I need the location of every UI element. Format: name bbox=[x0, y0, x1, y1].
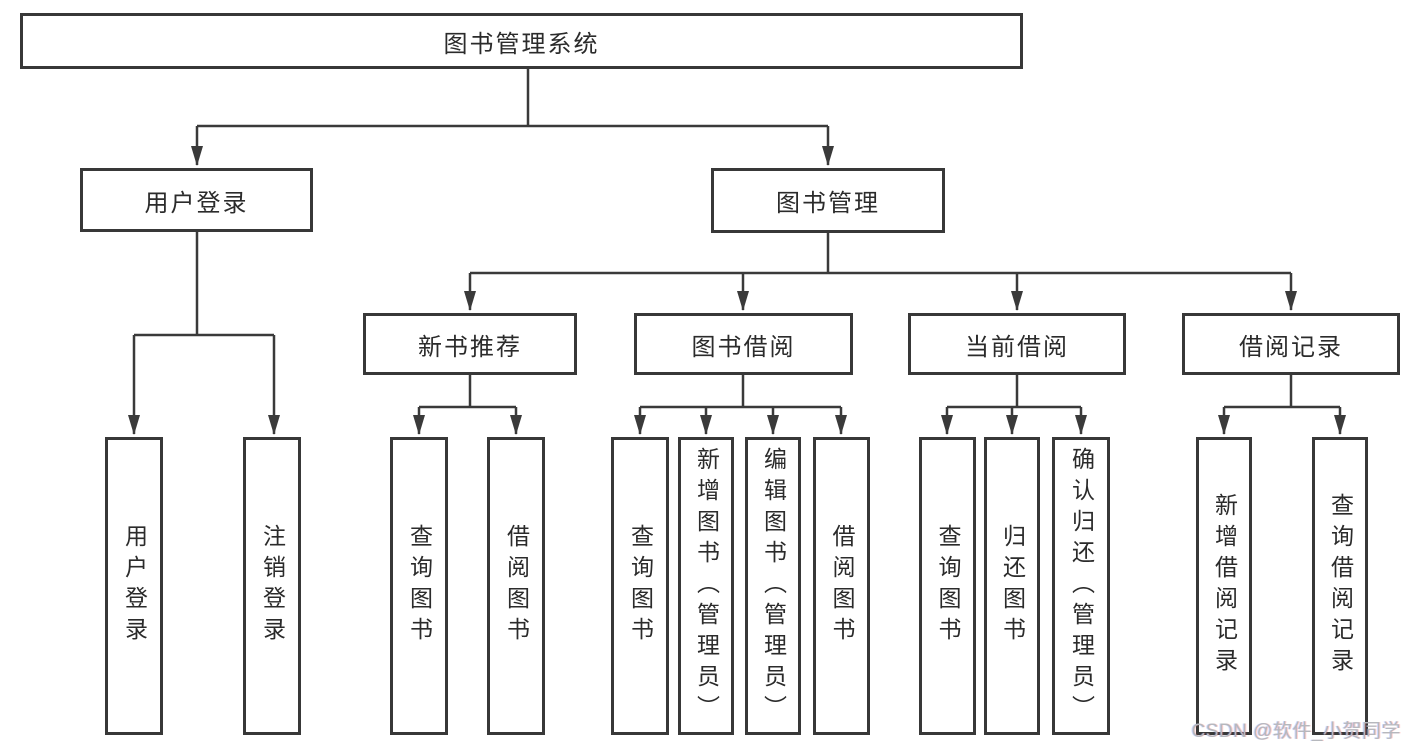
leaf-user-login-label: 用户登录 bbox=[121, 524, 148, 648]
leaf-nb-query-books: 查询图书 bbox=[390, 437, 448, 735]
leaf-nb-query-books-label: 查询图书 bbox=[406, 524, 433, 648]
leaf-br-add-record: 新增借阅记录 bbox=[1196, 437, 1252, 735]
node-new-book-recommend: 新书推荐 bbox=[363, 313, 577, 375]
node-book-borrowing: 图书借阅 bbox=[634, 313, 853, 375]
leaf-user-login: 用户登录 bbox=[105, 437, 163, 735]
csdn-watermark: CSDN @软件_小贺同学 bbox=[1191, 721, 1401, 742]
node-root-label: 图书管理系统 bbox=[443, 30, 600, 58]
leaf-logout-label: 注销登录 bbox=[259, 524, 286, 648]
node-borrowing-records-label: 借阅记录 bbox=[1239, 333, 1343, 361]
leaf-cb-query-books: 查询图书 bbox=[919, 437, 976, 735]
leaf-bb-borrow-books-label: 借阅图书 bbox=[829, 524, 855, 648]
leaf-bb-query-books-label: 查询图书 bbox=[627, 524, 654, 648]
leaf-bb-add-books-admin: 新增图书（管理员） bbox=[678, 437, 734, 735]
leaf-br-add-record-label: 新增借阅记录 bbox=[1211, 493, 1238, 679]
node-borrowing-records: 借阅记录 bbox=[1182, 313, 1400, 375]
node-book-borrowing-label: 图书借阅 bbox=[691, 333, 796, 361]
node-root: 图书管理系统 bbox=[20, 13, 1023, 69]
node-current-borrowing: 当前借阅 bbox=[908, 313, 1126, 375]
leaf-bb-query-books: 查询图书 bbox=[611, 437, 669, 735]
leaf-cb-return-books-label: 归还图书 bbox=[999, 524, 1026, 648]
node-new-book-recommend-label: 新书推荐 bbox=[418, 333, 522, 361]
leaf-logout: 注销登录 bbox=[243, 437, 301, 735]
leaf-br-query-record-label: 查询借阅记录 bbox=[1327, 493, 1354, 679]
connector-trunks bbox=[134, 68, 1340, 409]
leaf-cb-query-books-label: 查询图书 bbox=[935, 524, 961, 648]
leaf-bb-borrow-books: 借阅图书 bbox=[813, 437, 870, 735]
node-book-management-label: 图书管理 bbox=[776, 190, 880, 217]
leaf-cb-confirm-return-admin-label: 确认归还（管理员） bbox=[1068, 446, 1095, 726]
node-user-login: 用户登录 bbox=[80, 168, 313, 232]
leaf-cb-confirm-return-admin: 确认归还（管理员） bbox=[1052, 437, 1110, 735]
leaf-nb-borrow-books-label: 借阅图书 bbox=[503, 524, 530, 648]
leaf-bb-add-books-admin-label: 新增图书（管理员） bbox=[693, 446, 720, 726]
leaf-cb-return-books: 归还图书 bbox=[984, 437, 1040, 735]
leaf-bb-edit-books-admin-label: 编辑图书（管理员） bbox=[760, 446, 787, 726]
node-book-management: 图书管理 bbox=[711, 168, 945, 233]
node-current-borrowing-label: 当前借阅 bbox=[965, 333, 1069, 361]
leaf-br-query-record: 查询借阅记录 bbox=[1312, 437, 1368, 735]
leaf-nb-borrow-books: 借阅图书 bbox=[487, 437, 545, 735]
leaf-bb-edit-books-admin: 编辑图书（管理员） bbox=[745, 437, 801, 735]
node-user-login-label: 用户登录 bbox=[144, 189, 249, 217]
